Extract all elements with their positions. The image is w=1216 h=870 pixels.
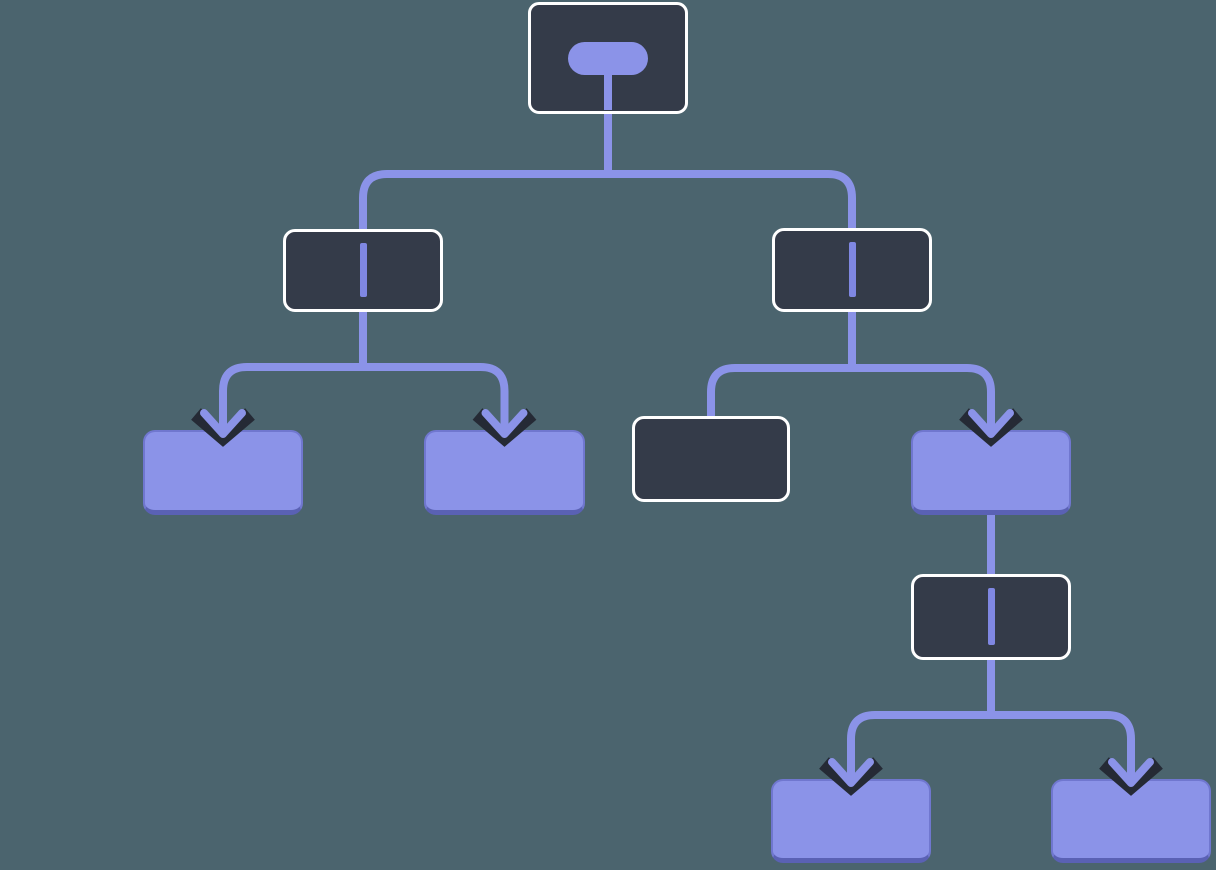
tree-node-leaf-b[interactable] (424, 430, 585, 515)
pass-through-connector (848, 242, 856, 297)
tree-node-group-plain[interactable] (632, 416, 790, 502)
tree-node-leaf-a[interactable] (143, 430, 303, 515)
tree-node-branch-lower[interactable] (911, 574, 1071, 660)
pass-through-connector (987, 588, 995, 645)
tree-node-leaf-e[interactable] (771, 779, 931, 863)
tree-node-leaf-f[interactable] (1051, 779, 1211, 863)
edge-path (847, 711, 1135, 782)
edge-path (359, 170, 856, 229)
root-pill-stem-icon (604, 69, 612, 110)
edge-path (219, 363, 509, 433)
tree-node-branch-right[interactable] (772, 228, 932, 312)
tree-node-branch-left[interactable] (283, 229, 443, 312)
tree-node-leaf-d[interactable] (911, 430, 1071, 515)
tree-node-root[interactable] (528, 2, 688, 114)
pass-through-connector (359, 243, 367, 297)
